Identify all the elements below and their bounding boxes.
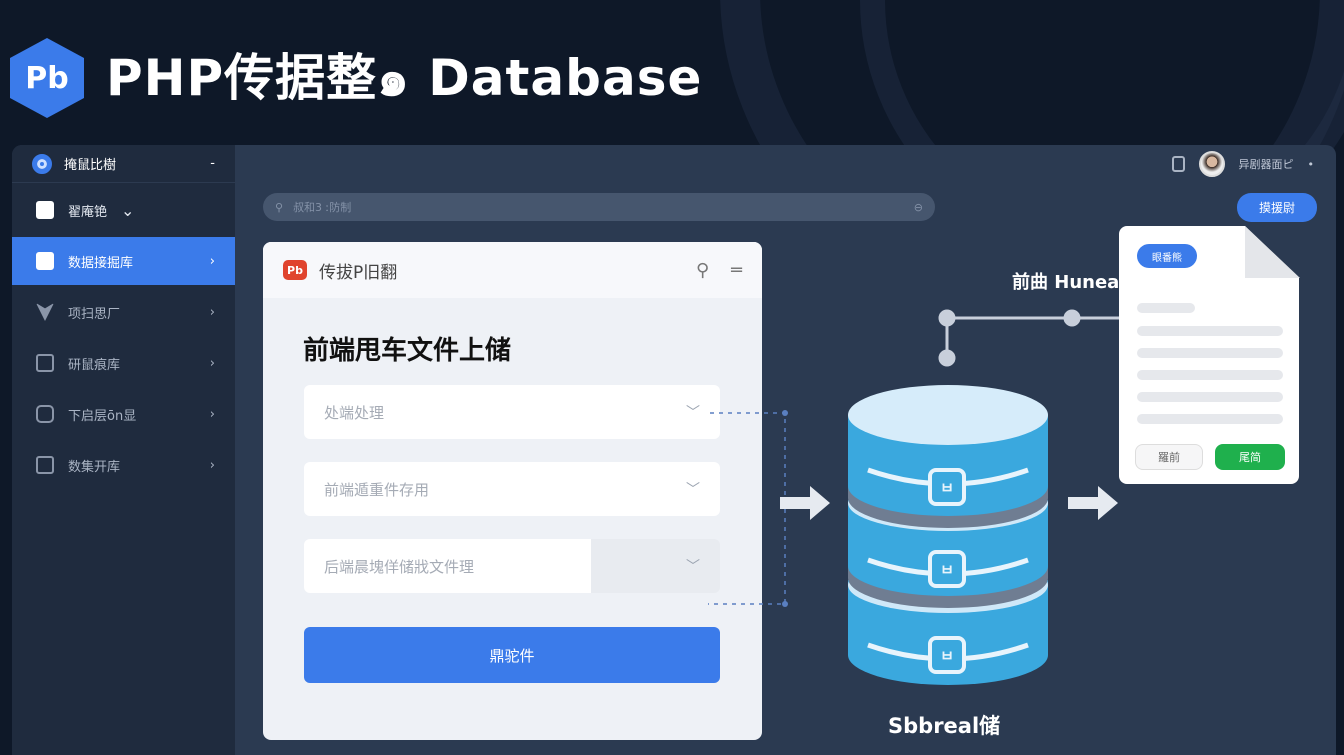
text-line-placeholder (1137, 414, 1283, 424)
chevron-right-icon: › (209, 355, 215, 371)
page-title: PHP传据整๑ Database (106, 49, 703, 107)
hero-header: Pb PHP传据整๑ Database (10, 38, 702, 118)
arrow-right-icon (1068, 486, 1118, 520)
card-header: Pb 传拔P旧翻 ⚲ ═ (263, 242, 762, 298)
sidebar-item-label: 项扫思厂 (68, 306, 121, 322)
chevron-down-icon: ⌄ (121, 200, 135, 220)
db-glyph: ㅂ (940, 647, 954, 665)
connector-dot (782, 601, 788, 607)
app-logo: Pb (10, 38, 84, 118)
sidebar-item-label: 数据接掘库 (68, 255, 134, 271)
text-line-placeholder (1137, 348, 1283, 358)
upload-card: Pb 传拔P旧翻 ⚲ ═ 前端甩车文件上储 处端处理 ﹀ 前端遁重件存用 ﹀ 后端晨… (263, 242, 762, 740)
avatar[interactable] (1198, 151, 1225, 177)
collapse-icon[interactable]: - (210, 156, 215, 171)
user-menu-icon[interactable]: • (1307, 157, 1315, 171)
field-label: 后端晨塊佯储戕文件理 (324, 557, 475, 576)
document-icon (36, 354, 54, 372)
top-bar: 异剧器面ピ • (235, 145, 1336, 183)
sidebar-title: 掩鼠比樹 (64, 158, 117, 173)
clipboard-icon[interactable] (1171, 156, 1185, 172)
database-icon (848, 385, 1048, 685)
sidebar-header[interactable]: 掩鼠比樹 - (12, 145, 235, 183)
sidebar-item-label: 下启层ōn显 (68, 408, 137, 424)
connector-dot (782, 410, 788, 416)
sidebar-item-label: 数集开库 (68, 459, 121, 475)
robot-icon (36, 201, 54, 219)
clear-icon[interactable]: ⊖ (913, 200, 923, 214)
confirm-button[interactable]: 尾简 (1215, 444, 1285, 470)
submit-button[interactable]: 鼎驼件 (304, 627, 720, 683)
card-title: 传拔P旧翻 (319, 262, 398, 283)
chevron-down-icon: ﹀ (686, 405, 700, 421)
text-line-placeholder (1137, 326, 1283, 336)
dashed-connector (708, 412, 786, 605)
select-field[interactable]: 后端晨塊佯储戕文件理 ﹀ (304, 539, 720, 593)
sidebar-item[interactable]: 数集开库 › (12, 441, 235, 489)
sidebar-item[interactable]: 研鼠痕库 › (12, 339, 235, 387)
chevron-right-icon: › (209, 457, 215, 473)
app-window: 掩鼠比樹 - 翟庵铯 ⌄ 数据接掘库 › 项扫思厂 › 研鼠痕库 › 下启层ōn显 › 数… (12, 145, 1336, 755)
primary-action-button[interactable]: 摸援尉 (1237, 193, 1317, 222)
select-field[interactable]: 处端处理 ﹀ (304, 385, 720, 439)
db-glyph: ㅂ (940, 561, 954, 579)
document-badge: 眼番熊 (1137, 244, 1197, 268)
sidebar-item[interactable]: 项扫思厂 › (12, 288, 235, 336)
field-label: 处端处理 (324, 403, 385, 422)
sidebar-item[interactable]: 下启层ōn显 › (12, 390, 235, 438)
cancel-button[interactable]: 羅前 (1135, 444, 1203, 470)
sidebar-item-label: 翟庵铯 (68, 204, 108, 220)
db-glyph: ㅂ (940, 479, 954, 497)
chevron-right-icon: › (209, 253, 215, 269)
chevron-down-icon: ﹀ (686, 482, 700, 498)
search-placeholder: 叔和3 ː防制 (293, 201, 352, 214)
sidebar: 掩鼠比樹 - 翟庵铯 ⌄ 数据接掘库 › 项扫思厂 › 研鼠痕库 › 下启层ōn显 › 数… (12, 145, 235, 755)
image-icon (36, 456, 54, 474)
search-icon[interactable]: ⚲ (695, 259, 710, 281)
sidebar-item-active[interactable]: 数据接掘库 › (12, 237, 235, 285)
sidebar-item[interactable]: 翟庵铯 ⌄ (12, 186, 235, 234)
user-name[interactable]: 异剧器面ピ (1238, 158, 1294, 171)
search-input[interactable]: ⚲ 叔和3 ː防制 ⊖ (263, 193, 935, 221)
arrow-right-icon (780, 486, 830, 520)
chevron-down-icon: ﹀ (686, 559, 700, 575)
square-icon (36, 405, 54, 423)
select-field[interactable]: 前端遁重件存用 ﹀ (304, 462, 720, 516)
menu-icon[interactable]: ═ (731, 259, 742, 281)
sidebar-item-label: 研鼠痕库 (68, 357, 121, 373)
chevron-right-icon: › (209, 406, 215, 422)
card-logo: Pb (283, 260, 307, 280)
card-heading: 前端甩车文件上储 (303, 336, 512, 366)
image-icon (36, 252, 54, 270)
field-label: 前端遁重件存用 (324, 480, 430, 499)
search-icon: ⚲ (275, 200, 284, 214)
text-line-placeholder (1137, 392, 1283, 402)
text-line-placeholder (1137, 303, 1195, 313)
app-icon (32, 153, 52, 174)
chevron-right-icon: › (209, 304, 215, 320)
top-label: 前曲 Hunea (1012, 272, 1120, 293)
text-line-placeholder (1137, 370, 1283, 380)
database-label: Sbbreal储 (888, 714, 1001, 738)
